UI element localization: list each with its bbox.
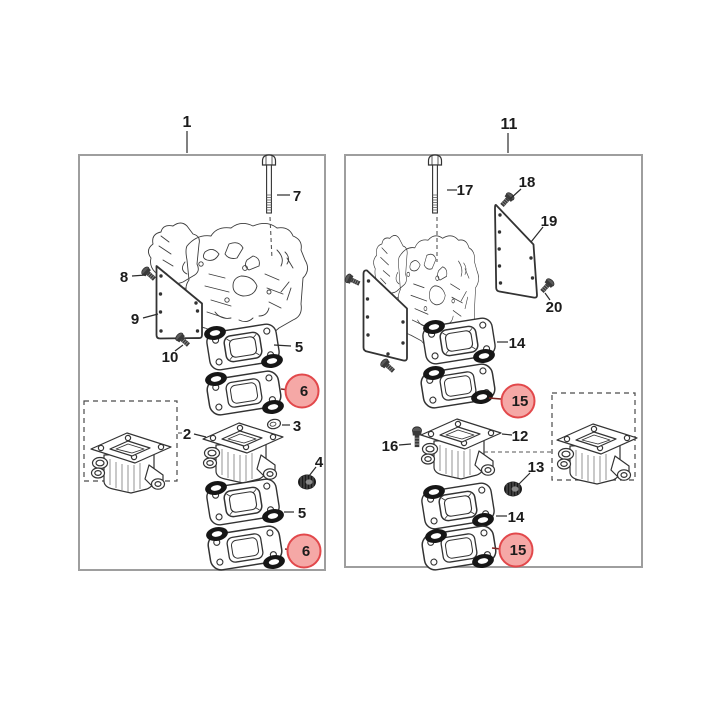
callout-3-label: 3 [293,418,301,435]
highlight-callout-6-upper[interactable]: 6 [284,373,320,409]
riser-screw [411,426,423,448]
bolt-alignment-dash [269,216,273,260]
assembly-1-frame [78,154,326,571]
callout-5-upper-leader [273,344,292,347]
callout-6-lower-label: 6 [302,543,310,560]
plate-holes [158,274,200,333]
highlight-circle[interactable] [498,532,534,568]
highlight-callout-15-lower[interactable]: 15 [498,532,534,568]
callout-20-label: 20 [546,299,563,316]
callout-7-label: 7 [293,188,301,205]
callout-2-leader [193,433,207,438]
highlight-circle[interactable] [500,383,536,419]
assembly-1: 1 7 8 9 10 5 [78,114,326,573]
highlight-circle[interactable] [284,373,320,409]
exhaust-riser [420,418,502,480]
exhaust-riser-alternate [556,423,638,485]
callout-4-leader [308,466,317,477]
plate-screw-upper [498,190,516,210]
small-plug [266,417,282,431]
callout-8-label: 8 [120,269,128,286]
callout-19-label: 19 [541,213,558,230]
exhaust-riser-alternate [90,432,172,494]
exhaust-riser [202,422,284,484]
callout-5-lower-label: 5 [298,505,306,522]
callout-10-label: 10 [162,349,179,366]
callout-16-label: 16 [382,438,399,455]
callout-12-label: 12 [512,428,529,445]
callout-5-upper-label: 5 [295,339,303,356]
callout-15-lower-label: 15 [510,542,527,559]
block-off-plate [494,204,538,299]
assembly-11-frame [344,154,643,568]
plate-screw-lower [538,276,556,296]
callout-12-leader [501,433,513,436]
callout-18-label: 18 [519,174,536,191]
callout-4-label: 4 [315,454,324,471]
plate-screw-mirror-lower [378,357,398,375]
callout-18-leader [509,188,522,200]
callout-2-label: 2 [183,426,191,443]
plate-screw-mirror-upper [343,272,362,289]
mounting-bolt [261,154,277,214]
callout-19-leader [530,226,544,243]
callout-6-upper-label: 6 [300,383,308,400]
block-off-plate [155,265,203,340]
callout-16-leader [398,443,412,446]
callout-15-upper-label: 15 [512,393,529,410]
callout-10-leader [174,344,184,352]
callout-8-leader [131,274,147,277]
callout-17-label: 17 [457,182,474,199]
callout-9-leader [142,313,159,319]
callout-14-upper-label: 14 [509,335,526,352]
callout-14-lower-label: 14 [508,509,525,526]
highlight-circle[interactable] [286,533,322,569]
callout-9-label: 9 [131,311,139,328]
callout-13-label: 13 [528,459,545,476]
callout-1-label: 1 [183,114,192,131]
drain-plug [297,474,317,490]
callout-11-label: 11 [501,116,518,133]
callout-20-leader [544,292,551,301]
callout-13-leader [518,472,531,485]
block-off-plate-mirror [362,269,408,362]
plate-holes [497,213,535,285]
assembly-11: 11 17 18 19 20 [343,116,643,573]
mounting-bolt [427,154,443,214]
highlight-callout-6-lower[interactable]: 6 [286,533,322,569]
plate-screw-upper [139,265,159,283]
plate-holes [365,279,405,356]
highlight-callout-15-upper[interactable]: 15 [500,383,536,419]
